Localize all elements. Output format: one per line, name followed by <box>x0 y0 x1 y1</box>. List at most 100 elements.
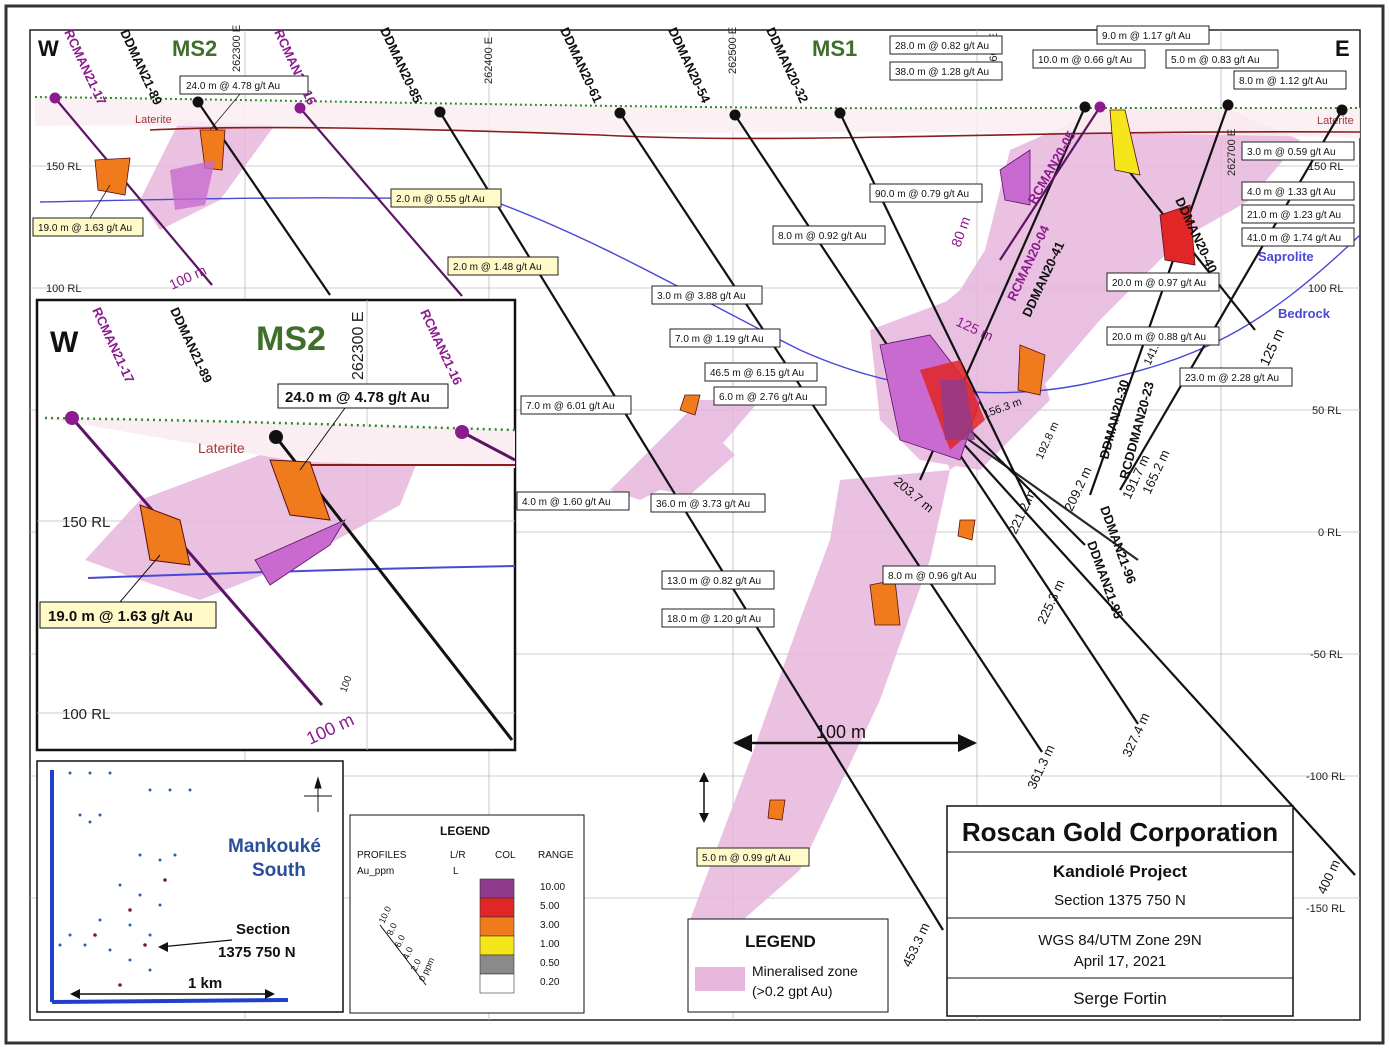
intercept-label: 5.0 m @ 0.83 g/t Au <box>1166 50 1278 68</box>
svg-text:RANGE: RANGE <box>538 850 574 861</box>
intercept-label: 4.0 m @ 1.60 g/t Au <box>517 492 629 510</box>
intercept-label: 4.0 m @ 1.33 g/t Au <box>1242 182 1354 200</box>
svg-text:Au_ppm: Au_ppm <box>357 866 394 877</box>
easting-262400: 262400 E <box>483 37 495 84</box>
svg-text:1375 750 N: 1375 750 N <box>218 944 296 961</box>
legend-range-value: 5.00 <box>540 901 560 912</box>
svg-text:LEGEND: LEGEND <box>745 932 816 951</box>
east-label: E <box>1335 36 1350 61</box>
intercept-label: 90.0 m @ 0.79 g/t Au <box>870 184 982 202</box>
intercept-label: 8.0 m @ 0.96 g/t Au <box>883 566 995 584</box>
intercept-label: 20.0 m @ 0.88 g/t Au <box>1107 327 1219 345</box>
svg-text:2.0 m @ 0.55 g/t Au: 2.0 m @ 0.55 g/t Au <box>396 194 485 205</box>
intercept-label: 8.0 m @ 1.12 g/t Au <box>1234 71 1346 89</box>
intercept-label: 7.0 m @ 6.01 g/t Au <box>521 396 631 414</box>
intercept-label: 3.0 m @ 3.88 g/t Au <box>652 286 762 304</box>
svg-text:21.0 m @ 1.23 g/t Au: 21.0 m @ 1.23 g/t Au <box>1247 210 1341 221</box>
collar-rcman21-17 <box>50 93 61 104</box>
svg-text:150 RL: 150 RL <box>62 514 110 531</box>
svg-text:W: W <box>50 326 79 359</box>
intercept-label: 19.0 m @ 1.63 g/t Au <box>33 218 143 236</box>
svg-text:24.0 m @ 4.78 g/t Au: 24.0 m @ 4.78 g/t Au <box>285 389 430 406</box>
legend-range-value: 3.00 <box>540 920 560 931</box>
svg-text:(>0.2 gpt Au): (>0.2 gpt Au) <box>752 983 833 999</box>
svg-text:L/R: L/R <box>450 850 466 861</box>
collar-rcddman20-23 <box>1337 105 1348 116</box>
section-name: Section 1375 750 N <box>1054 892 1186 909</box>
svg-text:South: South <box>252 860 306 881</box>
rl-150-east: 150 RL <box>1308 161 1343 173</box>
svg-text:262300 E: 262300 E <box>350 311 367 380</box>
svg-text:18.0 m @ 1.20 g/t Au: 18.0 m @ 1.20 g/t Au <box>667 614 761 625</box>
laterite-label: Laterite <box>135 114 172 126</box>
intercept-label: 28.0 m @ 0.82 g/t Au <box>890 36 1002 54</box>
svg-text:4.0 m @ 1.33 g/t Au: 4.0 m @ 1.33 g/t Au <box>1247 187 1336 198</box>
svg-text:19.0 m @ 1.63 g/t Au: 19.0 m @ 1.63 g/t Au <box>48 608 193 625</box>
intercept-label: 2.0 m @ 1.48 g/t Au <box>448 257 558 275</box>
svg-text:7.0 m @ 6.01 g/t Au: 7.0 m @ 6.01 g/t Au <box>526 401 615 412</box>
rl-150: 150 RL <box>46 161 81 173</box>
svg-text:9.0 m @ 1.17 g/t Au: 9.0 m @ 1.17 g/t Au <box>1102 31 1191 42</box>
easting-262300: 262300 E <box>231 25 243 72</box>
collar-ddman20-54 <box>730 110 741 121</box>
intercept-label: 38.0 m @ 1.28 g/t Au <box>890 62 1002 80</box>
intercept-label: 36.0 m @ 3.73 g/t Au <box>651 494 765 512</box>
intercept-label: 5.0 m @ 0.99 g/t Au <box>697 848 809 866</box>
svg-text:LEGEND: LEGEND <box>440 824 490 838</box>
legend-swatch <box>480 936 514 955</box>
ms2-label: MS2 <box>172 36 217 61</box>
west-label: W <box>38 36 59 61</box>
svg-text:Mineralised zone: Mineralised zone <box>752 963 858 979</box>
collar-ddman20-30 <box>1223 100 1234 111</box>
svg-text:L: L <box>453 866 459 877</box>
intercept-label: 24.0 m @ 4.78 g/t Au <box>180 76 308 94</box>
svg-text:3.0 m @ 3.88 g/t Au: 3.0 m @ 3.88 g/t Au <box>657 291 746 302</box>
bedrock-label: Bedrock <box>1278 306 1331 321</box>
intercept-label: 23.0 m @ 2.28 g/t Au <box>1180 368 1292 386</box>
svg-text:8.0 m @ 1.12 g/t Au: 8.0 m @ 1.12 g/t Au <box>1239 76 1328 87</box>
svg-text:20.0 m @ 0.88 g/t Au: 20.0 m @ 0.88 g/t Au <box>1112 332 1206 343</box>
intercept-label: 21.0 m @ 1.23 g/t Au <box>1242 205 1354 223</box>
rl-m100-east: -100 RL <box>1306 771 1345 783</box>
title-block: Roscan Gold Corporation Kandiolé Project… <box>947 806 1293 1016</box>
rl-0-east: 0 RL <box>1318 527 1341 539</box>
intercept-label: 18.0 m @ 1.20 g/t Au <box>662 609 774 627</box>
svg-text:Section: Section <box>236 921 290 938</box>
collar-ddman20-85 <box>435 107 446 118</box>
svg-text:8.0 m @ 0.92 g/t Au: 8.0 m @ 0.92 g/t Au <box>778 231 867 242</box>
svg-text:COL: COL <box>495 850 516 861</box>
legend-range-value: 0.20 <box>540 977 560 988</box>
intercept-label: 3.0 m @ 0.59 g/t Au <box>1242 142 1354 160</box>
profile-legend: LEGEND PROFILES L/R COL RANGE Au_ppm L 1… <box>350 815 584 1013</box>
intercept-label: 10.0 m @ 0.66 g/t Au <box>1033 50 1145 68</box>
svg-text:PROFILES: PROFILES <box>357 850 407 861</box>
svg-text:90.0 m @ 0.79 g/t Au: 90.0 m @ 0.79 g/t Au <box>875 189 969 200</box>
legend-swatch <box>480 917 514 936</box>
svg-text:100 m: 100 m <box>816 722 866 742</box>
intercept-label: 9.0 m @ 1.17 g/t Au <box>1097 26 1209 44</box>
intercept-label: 7.0 m @ 1.19 g/t Au <box>670 329 780 347</box>
legend-range-value: 10.00 <box>540 882 565 893</box>
mineralised-swatch <box>695 967 745 991</box>
project-name: Kandiolé Project <box>1053 862 1187 881</box>
svg-text:41.0 m @ 1.74 g/t Au: 41.0 m @ 1.74 g/t Au <box>1247 233 1341 244</box>
company-name: Roscan Gold Corporation <box>962 817 1278 847</box>
intercept-label: 8.0 m @ 0.92 g/t Au <box>773 226 885 244</box>
svg-text:5.0 m @ 0.99 g/t Au: 5.0 m @ 0.99 g/t Au <box>702 853 791 864</box>
svg-text:100 RL: 100 RL <box>62 706 110 723</box>
svg-text:36.0 m @ 3.73 g/t Au: 36.0 m @ 3.73 g/t Au <box>656 499 750 510</box>
inset-ms2: W MS2 262300 E RCMAN21-17 DDMAN21-89 RCM… <box>37 300 515 750</box>
svg-text:2.0 m @ 1.48 g/t Au: 2.0 m @ 1.48 g/t Au <box>453 262 542 273</box>
location-map: Mankouké South Section 1375 750 N 1 km <box>37 761 343 1012</box>
collar-ddman21-89 <box>193 97 204 108</box>
svg-text:19.0 m @ 1.63 g/t Au: 19.0 m @ 1.63 g/t Au <box>38 223 132 234</box>
saprolite-label: Saprolite <box>1258 249 1314 264</box>
collar-ddman20-61 <box>615 108 626 119</box>
collar-ddman20-41 <box>1080 102 1091 113</box>
rl-100-east: 100 RL <box>1308 283 1343 295</box>
svg-text:Mankouké: Mankouké <box>228 836 321 857</box>
svg-text:3.0 m @ 0.59 g/t Au: 3.0 m @ 0.59 g/t Au <box>1247 147 1336 158</box>
legend-swatch <box>480 974 514 993</box>
